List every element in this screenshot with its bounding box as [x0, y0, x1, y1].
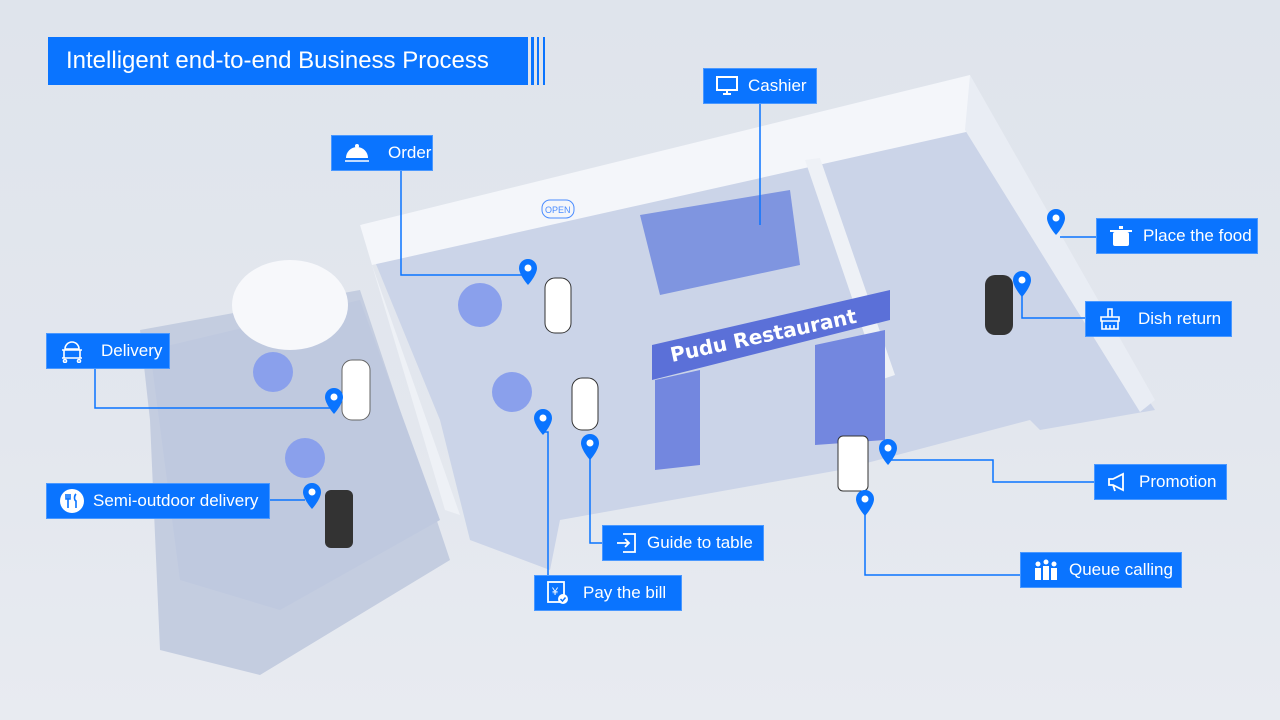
label-promotion: Promotion	[1094, 464, 1227, 500]
robot	[325, 490, 353, 548]
svg-text:¥: ¥	[551, 586, 559, 598]
location-pin-icon	[303, 483, 321, 509]
location-pin-icon	[1013, 271, 1031, 297]
back-wall	[360, 75, 975, 265]
title-stripe	[531, 37, 534, 85]
label-text: Cashier	[748, 76, 807, 95]
robot-screen	[837, 435, 869, 492]
table	[492, 372, 532, 412]
open-sign-text: OPEN	[545, 205, 571, 215]
location-pin-icon	[1047, 209, 1065, 235]
location-pin-icon	[325, 388, 343, 414]
label-text: Pay the bill	[583, 583, 667, 602]
storefront-pillar	[815, 330, 885, 445]
label-text: Promotion	[1139, 472, 1217, 491]
label-text: Queue calling	[1069, 560, 1173, 579]
location-pin-icon	[519, 259, 537, 285]
pot-icon	[1110, 226, 1132, 246]
label-text: Order	[388, 143, 432, 162]
storefront-sign	[652, 290, 890, 380]
robot	[341, 359, 371, 421]
label-pay-the-bill: ¥ Pay the bill	[534, 575, 682, 611]
table	[253, 352, 293, 392]
guide-arrow-icon	[617, 533, 636, 553]
fork-knife-icon	[60, 489, 84, 513]
page-title: Intelligent end-to-end Business Process	[48, 37, 528, 85]
table	[285, 438, 325, 478]
bill-icon: ¥	[547, 581, 568, 604]
brush-icon	[1100, 308, 1120, 330]
location-pin-icon	[581, 434, 599, 460]
title-stripe	[543, 37, 545, 85]
title-stripe	[537, 37, 539, 85]
location-pin-icon	[879, 439, 897, 465]
robot	[985, 275, 1013, 335]
label-text: Guide to table	[647, 533, 753, 552]
kitchen-wall	[805, 158, 895, 380]
open-sign	[541, 199, 575, 219]
label-text: Semi-outdoor delivery	[93, 491, 259, 510]
megaphone-icon	[1108, 472, 1124, 492]
cloche-icon	[345, 144, 369, 162]
storefront-pillar	[655, 370, 700, 470]
label-delivery: Delivery	[46, 333, 170, 369]
label-semi-outdoor-delivery: Semi-outdoor delivery	[46, 483, 270, 519]
label-text: Place the food	[1143, 226, 1252, 245]
umbrella	[232, 260, 348, 350]
robot	[544, 277, 572, 334]
location-pin-icon	[534, 409, 552, 435]
label-cashier: Cashier	[703, 68, 817, 104]
label-order: Order	[331, 135, 433, 171]
label-place-the-food: Place the food	[1096, 218, 1258, 254]
label-guide-to-table: Guide to table	[602, 525, 764, 561]
label-text: Dish return	[1138, 309, 1222, 328]
robot	[571, 377, 599, 431]
label-queue-calling: Queue calling	[1020, 552, 1182, 588]
label-dish-return: Dish return	[1085, 301, 1232, 337]
location-pin-icon	[856, 490, 874, 516]
monitor-icon	[716, 76, 738, 95]
delivery-cart-icon	[62, 341, 82, 363]
table	[458, 283, 502, 327]
label-text: Delivery	[101, 341, 163, 360]
people-queue-icon	[1035, 559, 1057, 580]
